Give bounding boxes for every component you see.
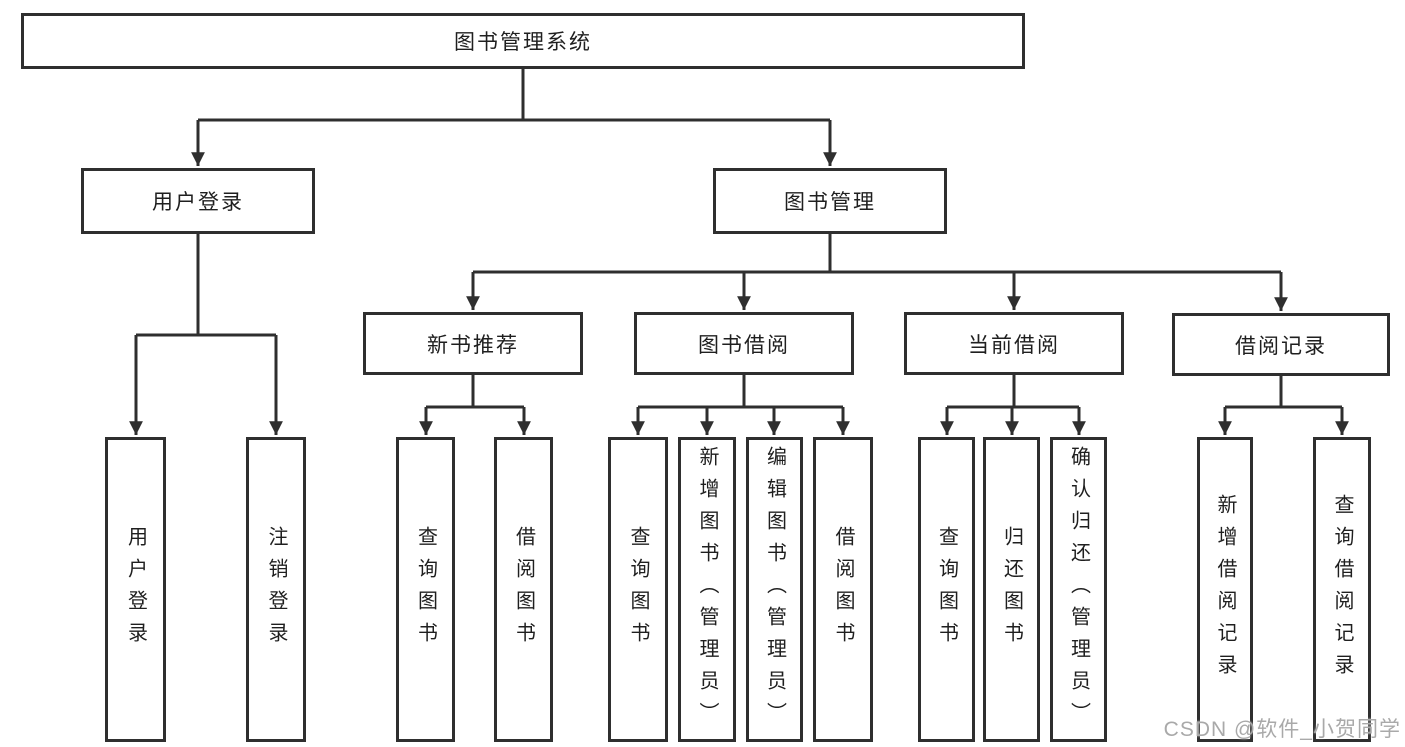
leaf-add-borrow-record: 新增借阅记录	[1197, 437, 1253, 742]
leaf-logout-login: 注销登录	[246, 437, 306, 742]
node-label: 注销登录	[265, 525, 287, 654]
node-label: 新增借阅记录	[1214, 493, 1236, 686]
leaf-query-books-current: 查询图书	[918, 437, 975, 742]
node-label: 新书推荐	[427, 333, 519, 357]
node-label: 借阅图书	[512, 525, 535, 654]
node-label: 查询借阅记录	[1331, 493, 1353, 686]
leaf-borrow-books-recommend: 借阅图书	[494, 437, 553, 742]
node-label: 当前借阅	[968, 333, 1060, 357]
connector-root-to-level2	[191, 68, 837, 166]
node-book-management: 图书管理	[713, 168, 947, 234]
connector-user-login-to-leaves	[129, 234, 283, 435]
node-label: 借阅记录	[1235, 334, 1327, 358]
node-label: 借阅图书	[832, 525, 854, 654]
connector-borrow-records-to-leaves	[1218, 376, 1349, 435]
node-label: 图书管理	[784, 191, 876, 214]
leaf-return-books: 归还图书	[983, 437, 1040, 742]
leaf-user-login: 用户登录	[105, 437, 166, 742]
leaf-confirm-return-admin: 确认归还（管理员）	[1050, 437, 1107, 742]
leaf-query-borrow-record: 查询借阅记录	[1313, 437, 1371, 742]
leaf-query-books-borrow: 查询图书	[608, 437, 668, 742]
leaf-query-books-recommend: 查询图书	[396, 437, 455, 742]
node-label: 查询图书	[935, 525, 958, 654]
leaf-edit-books-admin: 编辑图书（管理员）	[746, 437, 803, 742]
node-label: 编辑图书（管理员）	[763, 445, 786, 734]
leaf-add-books-admin: 新增图书（管理员）	[678, 437, 736, 742]
node-label: 图书借阅	[698, 333, 790, 357]
node-label: 查询图书	[414, 525, 437, 654]
node-root-library-system: 图书管理系统	[21, 13, 1025, 69]
connector-new-book-recommend-to-leaves	[419, 375, 531, 435]
node-label: 查询图书	[627, 525, 649, 654]
node-label: 图书管理系统	[454, 31, 592, 54]
node-label: 确认归还（管理员）	[1067, 445, 1090, 734]
node-label: 新增图书（管理员）	[696, 445, 718, 734]
node-new-book-recommend: 新书推荐	[363, 312, 583, 375]
node-label: 用户登录	[124, 525, 147, 654]
connector-book-management-to-level3	[466, 234, 1288, 311]
node-borrow-records: 借阅记录	[1172, 313, 1390, 376]
node-user-login: 用户登录	[81, 168, 315, 234]
connector-book-borrow-to-leaves	[631, 375, 850, 435]
node-label: 用户登录	[152, 191, 244, 214]
connector-current-borrow-to-leaves	[940, 375, 1086, 435]
leaf-borrow-books: 借阅图书	[813, 437, 873, 742]
node-current-borrow: 当前借阅	[904, 312, 1124, 375]
node-label: 归还图书	[1000, 525, 1023, 654]
node-book-borrow: 图书借阅	[634, 312, 854, 375]
csdn-watermark: CSDN @软件_小贺同学	[1163, 718, 1401, 741]
